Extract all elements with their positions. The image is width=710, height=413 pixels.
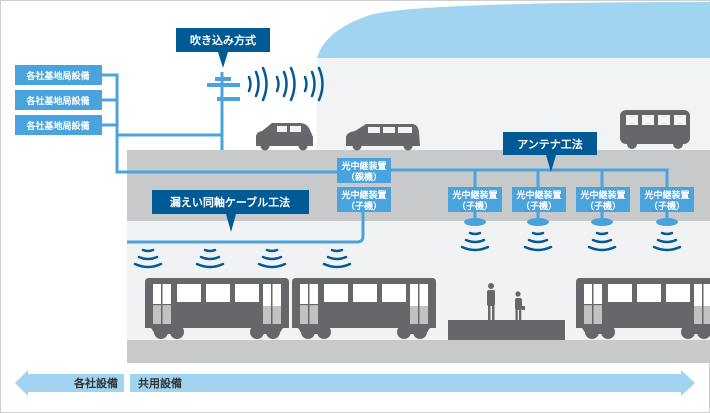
repeater-label: 光中継装置 <box>643 189 689 201</box>
bus-icon <box>620 110 690 149</box>
people-icon <box>487 283 525 320</box>
repeater-master-box: 光中継装置 （親機） <box>337 158 391 183</box>
repeater-slave-box: 光中継装置 （子機） <box>640 187 694 212</box>
repeater-slave-box: 光中継装置 （子機） <box>576 187 630 212</box>
antenna-mast-icon <box>207 77 240 101</box>
callout-leaky-cable-label: 漏えい同軸ケーブル工法 <box>170 195 290 209</box>
repeater-slave-box: 光中継装置 （子機） <box>448 187 502 212</box>
company-equipment-arrow: 各社設備 <box>15 370 124 396</box>
repeater-label: 光中継装置 <box>451 189 497 201</box>
repeater-role: （親機） <box>346 171 382 183</box>
repeater-role: （子機） <box>457 200 493 212</box>
repeater-label: 光中継装置 <box>340 189 386 201</box>
company-equipment-label: 各社設備 <box>73 376 118 390</box>
repeater-label: 光中継装置 <box>340 160 386 172</box>
cable-lines <box>102 72 669 244</box>
repeater-role: （子機） <box>521 200 557 212</box>
callout-antenna-label: アンテナ工法 <box>517 137 583 151</box>
base-station-box: 各社基地局設備 <box>15 115 102 135</box>
base-station-label: 各社基地局設備 <box>25 95 89 107</box>
base-station-label: 各社基地局設備 <box>25 70 89 82</box>
repeater-role: （子機） <box>585 200 621 212</box>
sky <box>317 2 710 58</box>
antenna-icon <box>464 218 678 226</box>
minivan-icon <box>346 124 420 151</box>
repeater-slave-box: 光中継装置 （子機） <box>337 187 391 212</box>
radio-waves-icon <box>247 66 324 102</box>
callout-blow-in: 吹き込み方式 <box>176 28 270 68</box>
shared-equipment-label: 共用設備 <box>138 376 182 390</box>
base-station-label: 各社基地局設備 <box>25 120 89 132</box>
callout-blow-in-label: 吹き込み方式 <box>190 33 256 47</box>
track-floor <box>127 340 710 363</box>
callout-leaky-cable: 漏えい同軸ケーブル工法 <box>152 190 309 232</box>
repeater-role: （子機） <box>346 200 382 212</box>
base-station-box: 各社基地局設備 <box>15 65 102 85</box>
car-icon <box>256 123 313 151</box>
repeater-label: 光中継装置 <box>579 189 625 201</box>
callout-antenna: アンテナ工法 <box>503 132 597 172</box>
repeater-role: （子機） <box>649 200 685 212</box>
repeater-label: 光中継装置 <box>515 189 561 201</box>
repeater-slave-box: 光中継装置 （子機） <box>512 187 566 212</box>
platform <box>448 320 565 340</box>
shared-equipment-arrow: 共用設備 <box>130 370 695 396</box>
base-station-box: 各社基地局設備 <box>15 90 102 110</box>
